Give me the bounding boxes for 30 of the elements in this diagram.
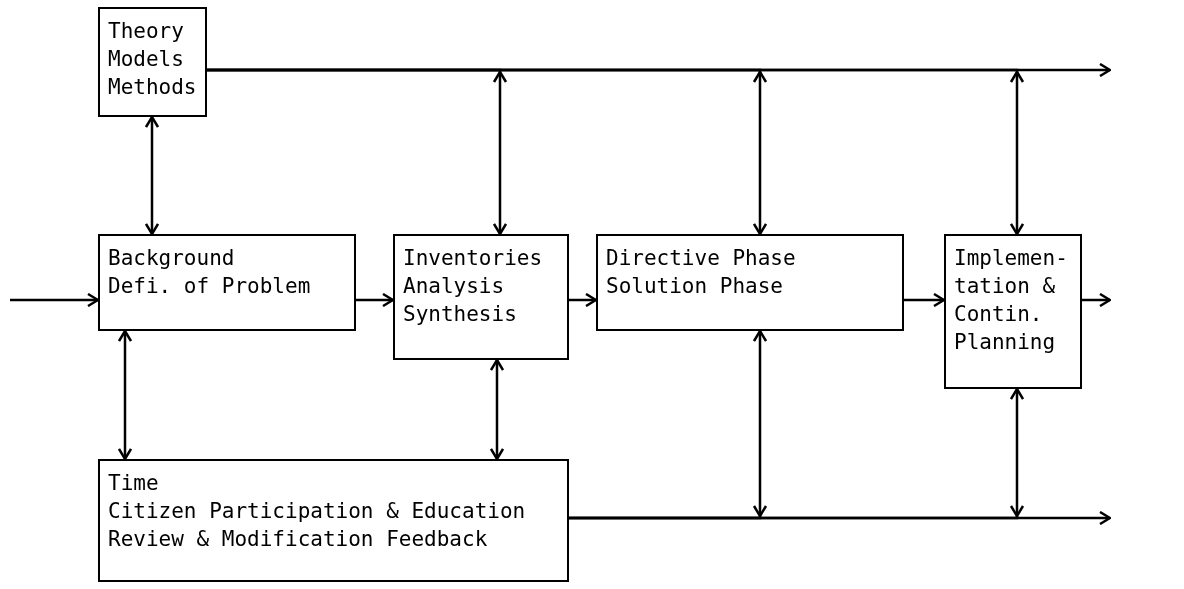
- arrow: [569, 292, 598, 308]
- box-label: Synthesis: [403, 301, 518, 328]
- process-box: [98, 7, 207, 117]
- box-label: Models: [108, 46, 185, 73]
- box-label: Review & Modification Feedback: [108, 526, 489, 553]
- box-label: Analysis: [403, 273, 506, 300]
- process-box: [944, 234, 1082, 389]
- arrow: [144, 115, 160, 236]
- arrow: [1082, 292, 1112, 308]
- process-box: [98, 234, 356, 331]
- arrow: [904, 292, 946, 308]
- box-label: Defi. of Problem: [108, 273, 312, 300]
- box-label: Implemen- tation & Contin. Planning: [954, 245, 1069, 356]
- box-label: Inventories: [403, 245, 544, 272]
- arrow: [356, 292, 395, 308]
- process-box: [98, 459, 569, 582]
- box-label: Background: [108, 245, 236, 272]
- process-box: [393, 234, 569, 360]
- arrow: [117, 329, 133, 461]
- box-label: Directive Phase: [606, 245, 797, 272]
- box-label: Time: [108, 470, 160, 497]
- box-label: Solution Phase: [606, 273, 784, 300]
- box-label: Citizen Participation & Education: [108, 498, 527, 525]
- box-label: Theory: [108, 18, 185, 45]
- arrow: [489, 358, 505, 461]
- process-box: [596, 234, 904, 331]
- arrow: [207, 68, 1025, 236]
- box-label: Methods: [108, 74, 197, 101]
- arrow: [569, 387, 1025, 520]
- arrow: [10, 292, 100, 308]
